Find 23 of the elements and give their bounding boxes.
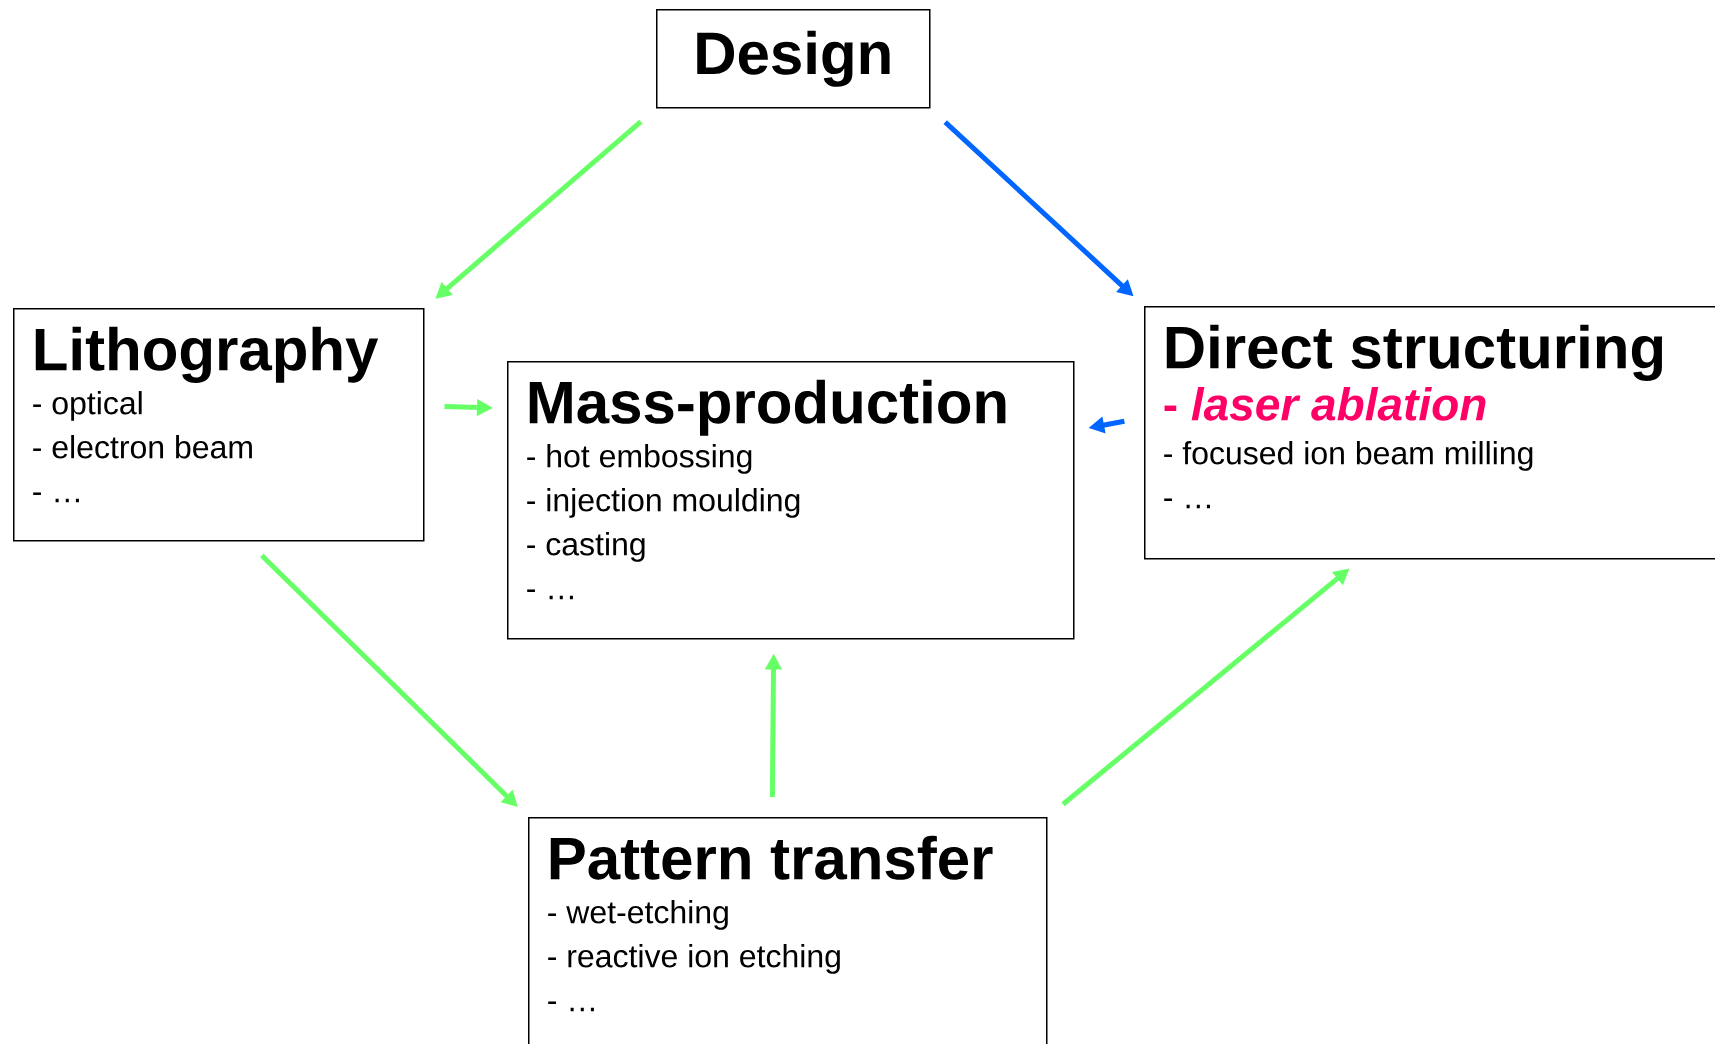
list-item: - wet-etching <box>548 900 728 930</box>
list-item: - injection moulding <box>527 488 800 518</box>
process-box <box>507 361 1075 640</box>
process-box <box>13 308 425 542</box>
list-item: - … <box>1164 498 1210 509</box>
process-box <box>528 817 1048 1044</box>
list-item: - … <box>527 589 573 600</box>
heading: Design <box>697 30 890 87</box>
heading: Direct structuring <box>1166 324 1663 381</box>
list-item: - optical <box>33 391 142 421</box>
heading: Lithography <box>35 326 379 383</box>
process-box <box>656 9 931 109</box>
list-item: - electron beam <box>33 435 252 459</box>
list-item: - reactive ion etching <box>548 944 840 974</box>
list-item: - … <box>548 1001 594 1012</box>
list-item: - casting <box>527 532 645 562</box>
process-box <box>1144 306 1715 560</box>
list-item: - focused ion beam milling <box>1164 441 1533 471</box>
list-item: - hot embossing <box>527 444 752 474</box>
list-item: - … <box>33 492 79 503</box>
heading: Mass-production <box>529 379 1006 436</box>
heading: Pattern transfer <box>550 835 993 880</box>
highlighted-item: - laser ablation <box>1164 386 1486 421</box>
